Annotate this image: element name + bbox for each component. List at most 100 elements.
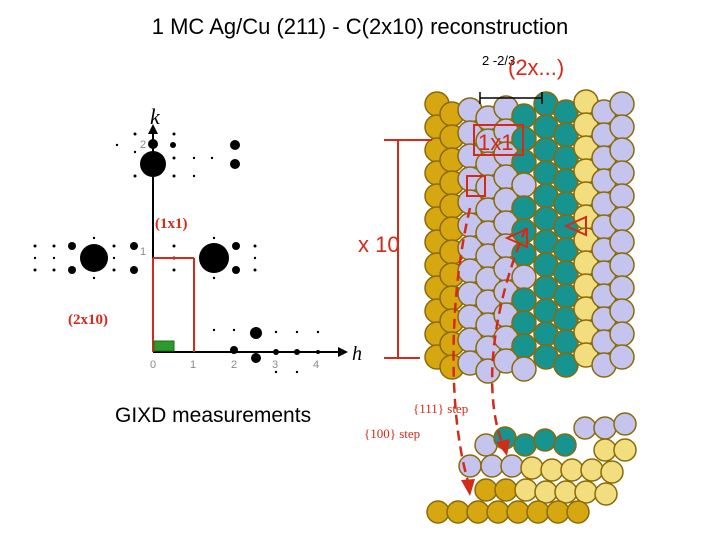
weak-spot (193, 157, 195, 159)
superstructure-spot (250, 327, 262, 339)
diffraction-pattern (34, 133, 321, 374)
step-111-label: {111} step (413, 401, 468, 416)
superstructure-spot (232, 242, 240, 250)
atom (561, 459, 583, 481)
atom (512, 334, 536, 358)
step-100-arrowhead (461, 479, 475, 496)
weak-spot (213, 329, 215, 331)
gixd-caption: GIXD measurements (115, 404, 311, 427)
atom (601, 461, 623, 483)
h-tick-2: 2 (231, 359, 237, 371)
h-tick-0: 0 (150, 359, 156, 371)
weak-spot (211, 157, 213, 159)
weak-spot (296, 331, 298, 333)
weak-spot (173, 245, 176, 248)
weak-spot (173, 133, 176, 136)
atom (594, 417, 616, 439)
reciprocal-2x10-cell (154, 341, 174, 351)
superstructure-spot (251, 353, 261, 363)
cell-1x1-label: 1x1 (478, 130, 513, 155)
weak-spot (53, 245, 56, 248)
weak-spot (254, 257, 256, 259)
atom (495, 479, 517, 501)
atom (514, 434, 536, 456)
atom (555, 481, 577, 503)
x10-label: x 10 (358, 232, 400, 257)
atom (467, 501, 489, 523)
atom (610, 345, 634, 369)
weak-spot (275, 331, 277, 333)
weak-spot (116, 144, 118, 146)
atom (610, 184, 634, 208)
weak-spot (113, 269, 116, 272)
bragg-peak (80, 244, 108, 272)
atom (610, 207, 634, 231)
bragg-peak (199, 243, 229, 273)
weak-spot (34, 257, 36, 259)
atom (610, 92, 634, 116)
atom (610, 253, 634, 277)
atom (610, 276, 634, 300)
atom (475, 479, 497, 501)
atom (567, 501, 589, 523)
atom (521, 457, 543, 479)
atom (512, 357, 536, 381)
h-axis-label: h (352, 343, 362, 365)
k-tick-2: 2 (140, 139, 146, 151)
weak-spot (275, 371, 277, 373)
atom (594, 439, 616, 461)
atom (487, 501, 509, 523)
weak-spot (254, 245, 257, 248)
weak-spot (173, 269, 176, 272)
atom (610, 138, 634, 162)
weak-spot (193, 175, 195, 177)
atom (581, 459, 603, 481)
atom (534, 429, 556, 451)
atom (512, 265, 536, 289)
weak-spot (233, 329, 235, 331)
weak-spot (113, 257, 115, 259)
superstructure-spot (230, 159, 240, 169)
superstructure-spot (130, 266, 138, 274)
atom (501, 455, 523, 477)
atom (614, 439, 636, 461)
h-tick-3: 3 (272, 359, 278, 371)
superstructure-spot (230, 140, 240, 150)
weak-spot (173, 175, 176, 178)
atom (595, 483, 617, 505)
atom (447, 501, 469, 523)
atom (541, 459, 563, 481)
atom (610, 299, 634, 323)
label-1x1: (1x1) (155, 216, 188, 232)
weak-spot (213, 277, 215, 279)
atom (512, 311, 536, 335)
atom (610, 322, 634, 346)
atomic-model (425, 90, 636, 523)
atom (512, 173, 536, 197)
atom (547, 501, 569, 523)
k-axis-label: k (150, 104, 161, 129)
atom (614, 413, 636, 435)
superstructure-spot (170, 142, 176, 148)
weak-spot (134, 133, 137, 136)
atom (610, 161, 634, 185)
slide-title: 1 MC Ag/Cu (211) - C(2x10) reconstructio… (152, 14, 569, 39)
weak-spot (173, 157, 176, 160)
superstructure-spot (232, 266, 240, 274)
weak-spot (34, 269, 37, 272)
atom (554, 434, 576, 456)
weak-spot (134, 175, 137, 178)
step-100-label: {100} step (364, 426, 420, 441)
weak-spot (53, 257, 55, 259)
superstructure-spot (68, 242, 76, 250)
weak-spot (213, 237, 215, 239)
weak-spot (134, 151, 136, 153)
weak-spot (34, 245, 37, 248)
atom (535, 481, 557, 503)
weak-spot (113, 245, 116, 248)
atom (507, 501, 529, 523)
superstructure-spot (130, 242, 138, 250)
atom (575, 481, 597, 503)
atom (512, 196, 536, 220)
